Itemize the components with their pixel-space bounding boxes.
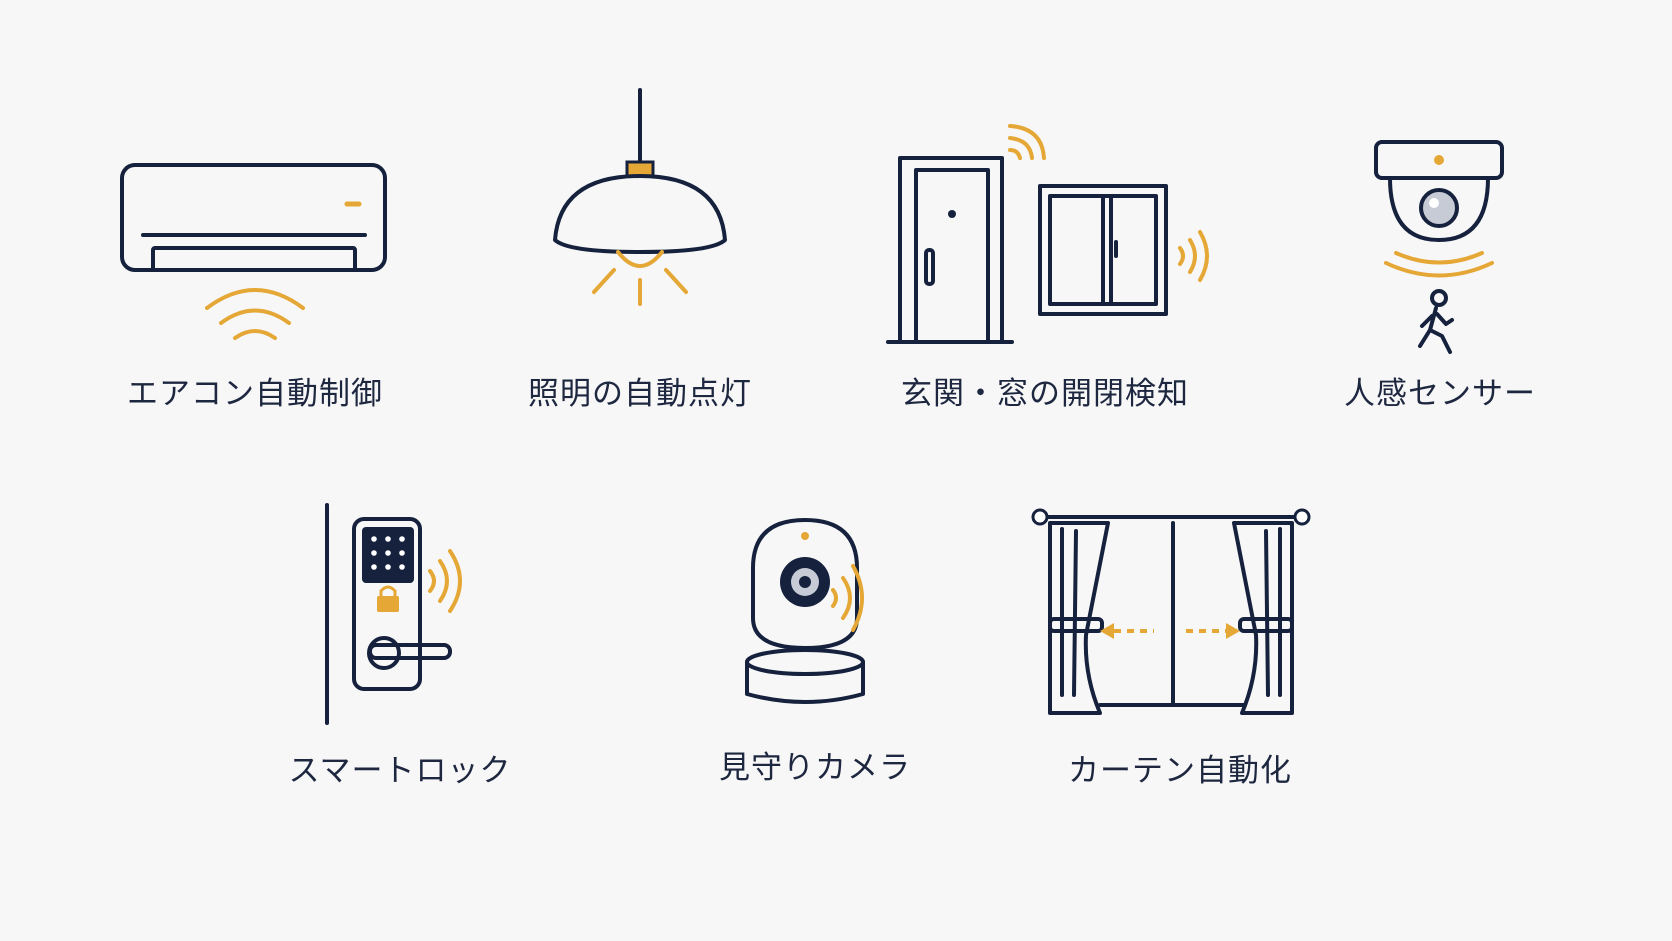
air-conditioner-icon <box>120 163 387 340</box>
door-window-icon <box>886 124 1209 344</box>
device-motion: 人感センサー <box>1290 120 1590 440</box>
label-light: 照明の自動点灯 <box>528 376 752 412</box>
label-aircon: エアコン自動制御 <box>127 376 383 412</box>
smart-lock-icon <box>325 503 462 725</box>
label-door-window: 玄関・窓の開閉検知 <box>901 376 1189 412</box>
camera-icon <box>745 518 865 704</box>
device-lock: スマートロック <box>250 495 550 825</box>
motion-sensor-icon <box>1374 140 1504 354</box>
label-curtain: カーテン自動化 <box>1068 753 1292 789</box>
curtain-icon <box>1031 508 1311 715</box>
device-camera: 見守りカメラ <box>665 510 965 825</box>
device-aircon: エアコン自動制御 <box>95 130 415 440</box>
label-camera: 見守りカメラ <box>719 750 911 786</box>
label-motion: 人感センサー <box>1344 376 1536 412</box>
device-curtain: カーテン自動化 <box>1030 495 1330 825</box>
device-light: 照明の自動点灯 <box>480 80 800 440</box>
label-lock: スマートロック <box>288 753 512 789</box>
pendant-light-icon <box>553 88 727 306</box>
device-door-window: 玄関・窓の開閉検知 <box>880 110 1210 440</box>
